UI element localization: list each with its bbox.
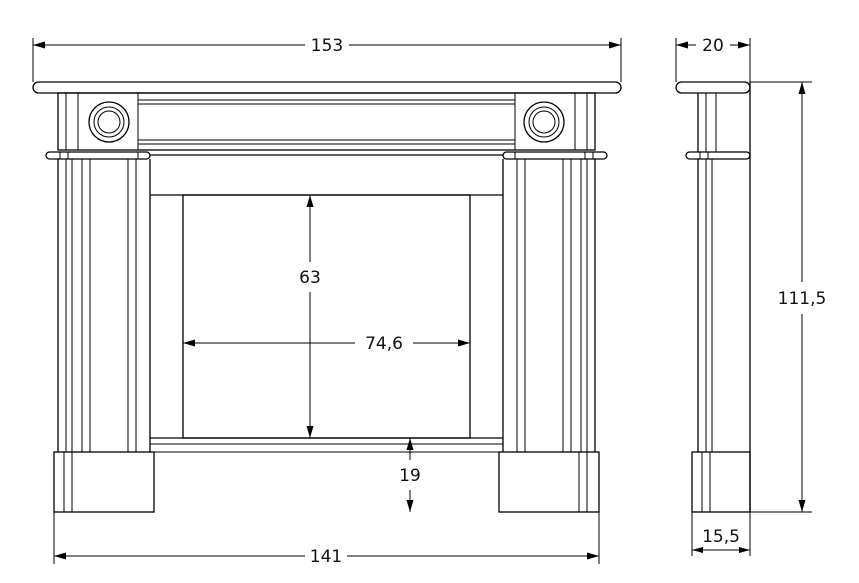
- dim-opening-height: 63: [299, 268, 321, 288]
- dim-overall-height: 111,5: [778, 289, 827, 309]
- dim-overall-width: 153: [311, 36, 343, 56]
- dim-base-width: 141: [310, 547, 342, 567]
- dim-hearth-height: 19: [399, 466, 421, 486]
- frieze: [57, 92, 596, 151]
- side-shelf: [675, 81, 751, 94]
- fire-opening: [182, 194, 471, 439]
- front-view: [32, 81, 622, 513]
- dimension-lines: [32, 38, 812, 564]
- dim-base-depth: 15,5: [702, 527, 740, 547]
- side-capital: [685, 151, 751, 160]
- dim-opening-width: 74,6: [365, 334, 403, 354]
- dim-side-depth: 20: [702, 36, 724, 56]
- side-view: [675, 81, 751, 513]
- side-plinth: [691, 451, 751, 513]
- right-pilaster: [502, 159, 596, 452]
- left-pilaster: [57, 159, 151, 452]
- left-capital: [45, 151, 151, 160]
- mantel-shelf: [32, 81, 622, 94]
- right-capital: [502, 151, 608, 160]
- left-plinth: [53, 451, 155, 513]
- left-rosette: [88, 101, 130, 143]
- right-rosette: [523, 101, 565, 143]
- right-plinth: [498, 451, 600, 513]
